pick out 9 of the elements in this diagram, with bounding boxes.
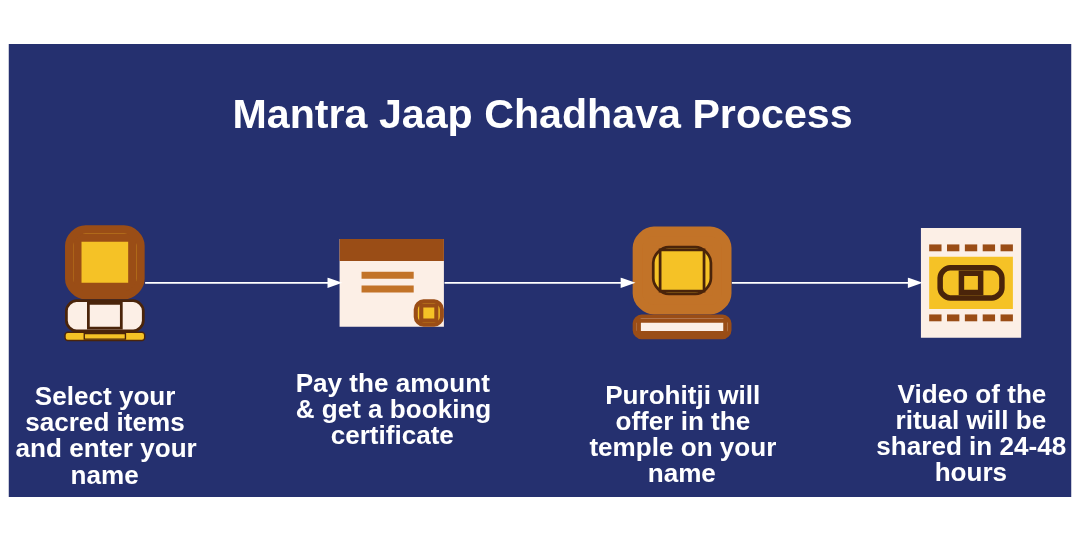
diagram-title: Mantra Jaap Chadhava Process <box>232 90 853 137</box>
node-label: Pay the amount & get a booking certificate <box>295 367 492 450</box>
arrow <box>730 277 923 288</box>
arrow <box>443 277 636 288</box>
arrow <box>144 277 343 288</box>
node-label: Select your sacred items and enter your name <box>15 380 197 490</box>
node-label: Video of the ritual will be shared in 24-48 hours <box>876 378 1067 487</box>
node-picture <box>920 227 1022 338</box>
node-label: Purohitji will offer in the temple on your name <box>589 379 777 488</box>
